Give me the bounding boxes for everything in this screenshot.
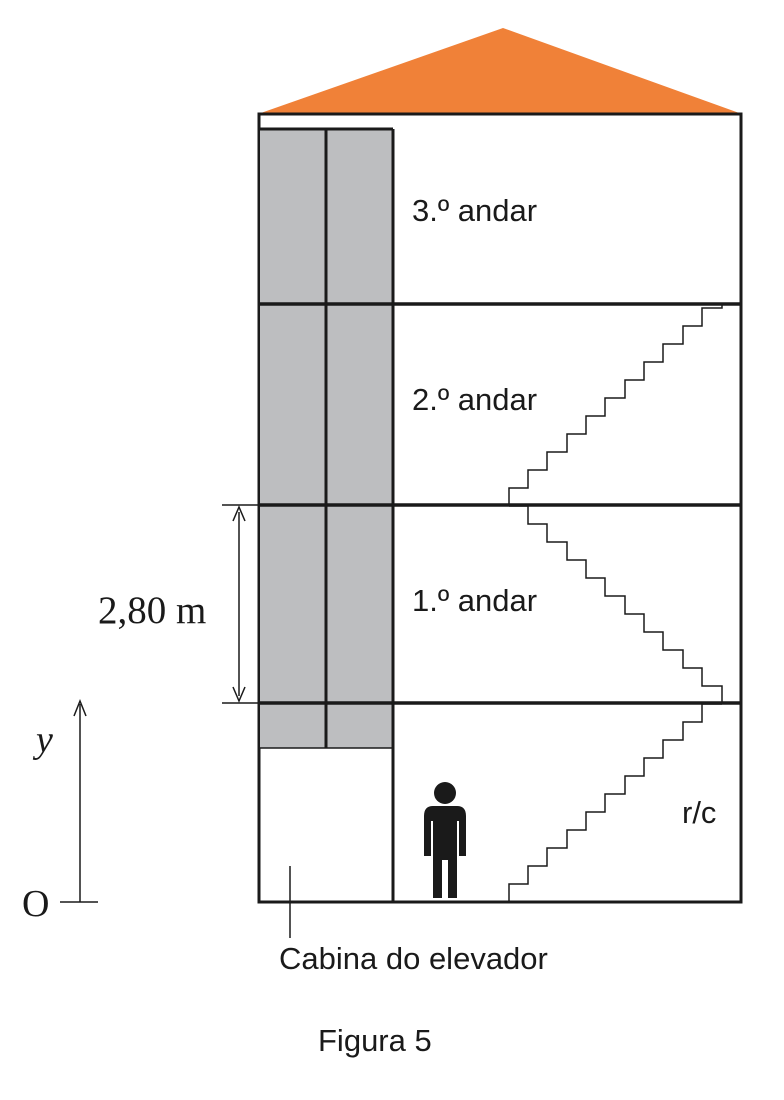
stairs-ground [508, 703, 722, 902]
elevator-cabin-caption: Cabina do elevador [279, 941, 548, 976]
stairs-second [508, 304, 723, 506]
y-axis-label: y [32, 719, 53, 761]
floor-label-2: 2.º andar [412, 382, 537, 417]
floor-label-3: 3.º andar [412, 193, 537, 228]
person-icon [424, 782, 466, 898]
building-outline [257, 112, 743, 904]
origin-label: O [22, 883, 49, 925]
floor-label-1: 1.º andar [412, 583, 537, 618]
roof [258, 28, 742, 114]
floor-label-ground: r/c [682, 795, 716, 830]
stairs-first [509, 505, 723, 704]
dimension-label: 2,80 m [98, 589, 206, 632]
dimension-arrow-up [232, 505, 246, 522]
y-axis-arrow [73, 698, 87, 717]
figure-caption: Figura 5 [318, 1023, 432, 1058]
dimension-arrow-down [232, 686, 246, 703]
